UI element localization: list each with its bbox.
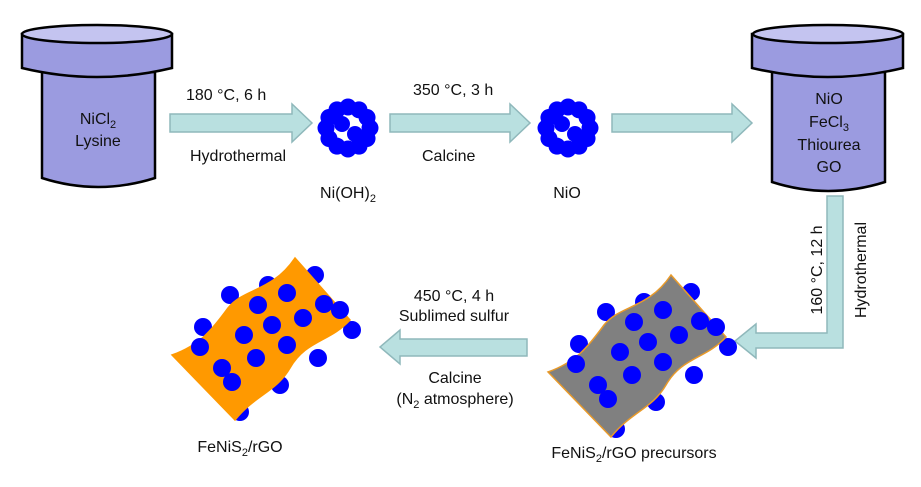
precursor-particle: [597, 303, 615, 321]
precursor-particle: [599, 390, 617, 408]
product-particle: [294, 309, 312, 327]
precursor-particle: [707, 318, 725, 336]
step3-method: Hydrothermal: [853, 222, 870, 318]
precursor-particle: [589, 376, 607, 394]
precursor-label: FeNiS2/rGO precursors: [551, 445, 716, 465]
precursor-particle: [670, 326, 688, 344]
product-particle: [194, 318, 212, 336]
precursor-particle: [685, 366, 703, 384]
beaker-nio-fecl3-thiourea-go: NiO FeCl3 Thiourea GO: [750, 23, 905, 193]
step4-atmosphere: (N2 atmosphere): [396, 391, 513, 411]
product-particle: [213, 359, 231, 377]
precursor-particle: [623, 366, 641, 384]
product-particle: [223, 373, 241, 391]
fenis2-rgo-precursor-sheet: [546, 273, 737, 439]
beaker2-line4: GO: [817, 159, 842, 176]
precursor-particle: [654, 301, 672, 319]
nioh2-cluster: [317, 98, 379, 158]
product-particle: [278, 284, 296, 302]
step2-method: Calcine: [422, 148, 475, 165]
step1-method: Hydrothermal: [190, 148, 286, 165]
arrow-step2: [389, 102, 532, 144]
beaker-nicl2-lysine: NiCl2 Lysine: [20, 23, 174, 189]
product-particle: [315, 295, 333, 313]
product-particle: [221, 286, 239, 304]
precursor-particle: [654, 353, 672, 371]
product-particle: [331, 301, 349, 319]
beaker2-line3: Thiourea: [797, 137, 860, 154]
product-particle: [263, 316, 281, 334]
fenis2-rgo-sheet: [170, 256, 361, 422]
arrow-step1: [169, 102, 314, 144]
arrow-step3: [611, 102, 754, 144]
beaker1-line1: NiCl2: [80, 111, 116, 131]
precursor-particle: [570, 335, 588, 353]
nio-cluster: [537, 98, 599, 158]
product-particle: [191, 338, 209, 356]
step1-condition: 180 °C, 6 h: [186, 87, 266, 104]
nioh2-label: Ni(OH)2: [320, 185, 376, 205]
product-graphene-sheet: [170, 256, 352, 422]
precursor-particle: [625, 313, 643, 331]
arrow-step-elbow: [733, 195, 844, 360]
precursor-particle: [719, 338, 737, 356]
step4-condition: 450 °C, 4 h: [414, 288, 494, 305]
beaker2-line2: FeCl3: [809, 114, 849, 134]
particle: [567, 126, 583, 142]
precursor-particle: [567, 355, 585, 373]
precursor-particle: [611, 343, 629, 361]
arrow-step4: [378, 328, 528, 366]
nio-label: NiO: [553, 185, 581, 202]
particle: [578, 109, 596, 126]
precursor-particle: [691, 312, 709, 330]
product-particle: [309, 349, 327, 367]
particle: [334, 116, 350, 132]
particle: [554, 116, 570, 132]
beaker2-line1: NiO: [815, 91, 843, 108]
beaker1-line2: Lysine: [75, 133, 121, 150]
product-particle: [247, 349, 265, 367]
product-particle: [343, 321, 361, 339]
product-particle: [249, 296, 267, 314]
precursor-graphene-sheet: [546, 273, 728, 439]
step4-sulfur: Sublimed sulfur: [399, 308, 510, 325]
product-particle: [235, 326, 253, 344]
particle: [347, 126, 363, 142]
product-label: FeNiS2/rGO: [197, 439, 282, 459]
product-particle: [278, 336, 296, 354]
step2-condition: 350 °C, 3 h: [413, 82, 493, 99]
step3-condition: 160 °C, 12 h: [809, 225, 826, 314]
particle: [358, 109, 376, 126]
step4-method: Calcine: [428, 370, 481, 387]
precursor-particle: [639, 333, 657, 351]
